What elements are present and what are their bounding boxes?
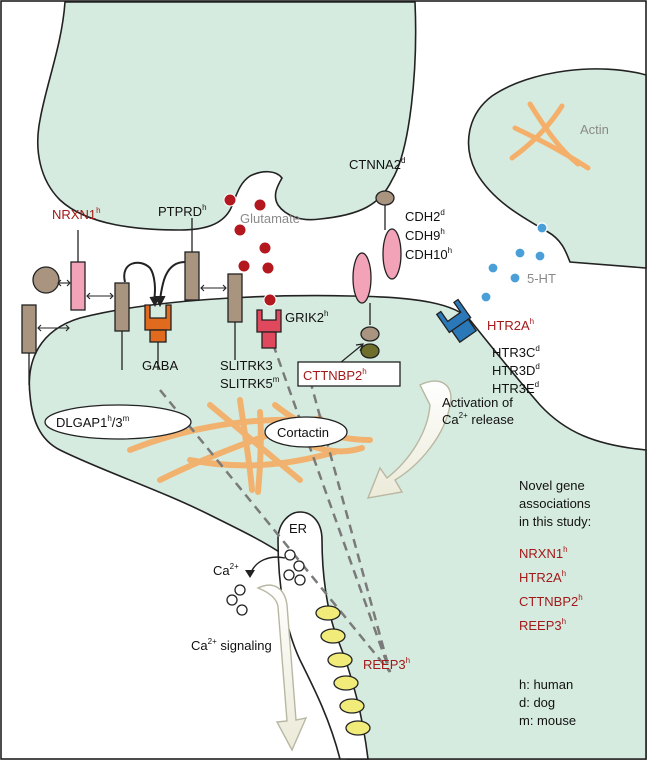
legend-gene-1: HTR2Ah [519, 569, 566, 585]
label-ca-signaling: Ca2+ signaling [191, 637, 272, 653]
legend-gene-2: CTTNBP2h [519, 593, 583, 609]
label-actin: Actin [580, 122, 609, 137]
label-htr2a: HTR2Ah [487, 317, 534, 333]
label-cdh10: CDH10h [405, 246, 452, 262]
label-htr3e: HTR3Ed [492, 380, 539, 396]
label-cortactin: Cortactin [277, 425, 329, 440]
label-activation-line1: Activation of [442, 395, 513, 410]
label-gaba: GABA [142, 358, 178, 373]
label-dlgap: DLGAP1h/3m [56, 414, 130, 430]
label-htr3c: HTR3Cd [492, 344, 540, 360]
label-cttnbp2: CTTNBP2h [303, 367, 367, 383]
adhesion-rod-mid [115, 283, 129, 331]
legend-line3: in this study: [519, 514, 591, 529]
label-slitrk3: SLITRK3 [220, 358, 273, 373]
nrxn1-protein [71, 262, 85, 310]
legend-key-d: d: dog [519, 695, 555, 710]
legend-gene-3: REEP3h [519, 617, 566, 633]
label-slitrk5: SLITRK5m [220, 375, 280, 391]
label-reep3: REEP3h [363, 656, 410, 672]
slitrk-protein [228, 274, 242, 322]
legend-gene-0: NRXN1h [519, 545, 568, 561]
label-htr3d: HTR3Dd [492, 362, 540, 378]
label-ptprd: PTPRDh [158, 203, 207, 219]
legend-key-h: h: human [519, 677, 573, 692]
label-activation-line2: Ca2+ release [442, 411, 514, 427]
label-cdh2: CDH2d [405, 208, 445, 224]
legend-key-m: m: mouse [519, 713, 576, 728]
label-5ht: 5-HT [527, 271, 556, 286]
legend-line2: associations [519, 496, 591, 511]
label-grik2: GRIK2h [285, 309, 328, 325]
legend-line1: Novel gene [519, 478, 585, 493]
adhesion-rod-left [22, 305, 36, 353]
label-nrxn1: NRXN1h [52, 206, 101, 222]
label-glutamate: Glutamate [240, 211, 300, 226]
label-ctnna2: CTNNA2d [349, 156, 405, 172]
label-cdh9: CDH9h [405, 227, 445, 243]
label-er: ER [289, 521, 307, 536]
adhesion-ball [33, 267, 59, 293]
ptprd-protein [185, 252, 199, 300]
